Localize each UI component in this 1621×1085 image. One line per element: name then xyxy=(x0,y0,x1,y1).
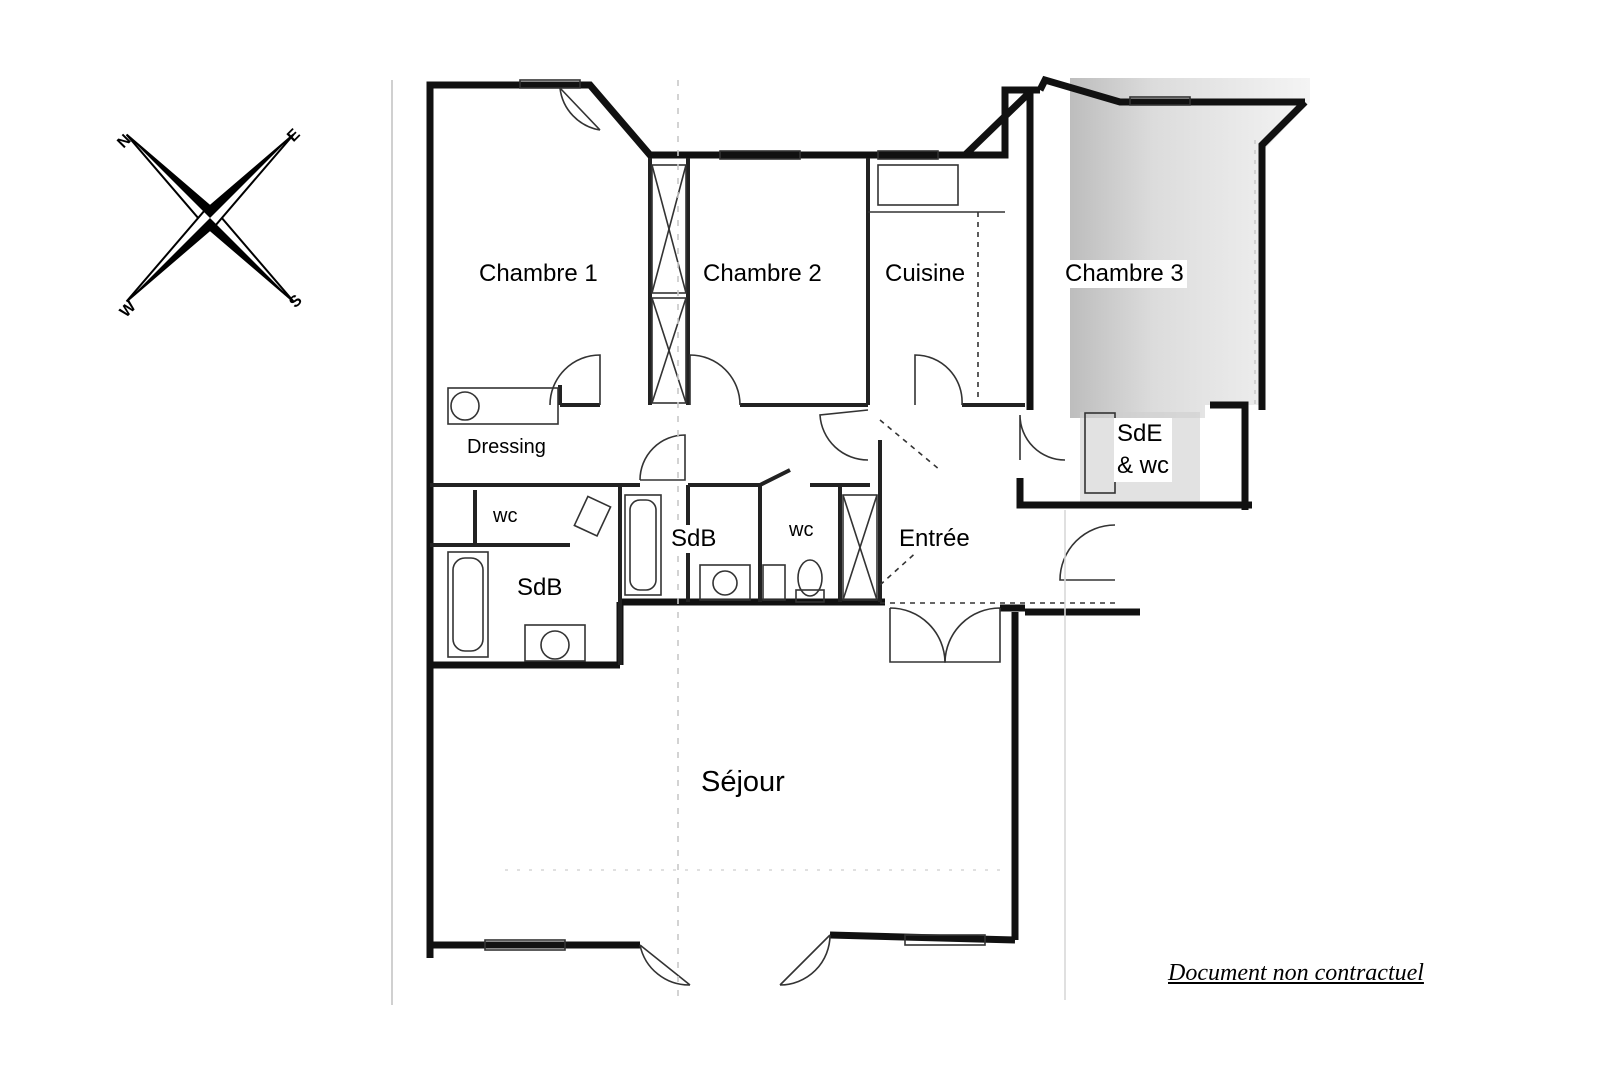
disclaimer-note: Document non contractuel xyxy=(1168,960,1424,986)
room-label-sde-wc: SdE & wc xyxy=(1114,418,1173,482)
compass-rose xyxy=(125,133,295,303)
room-label-wc-left: wc xyxy=(490,504,521,528)
room-label-chambre-2: Chambre 2 xyxy=(700,260,825,288)
room-label-dressing: Dressing xyxy=(464,435,549,459)
room-label-chambre-3: Chambre 3 xyxy=(1062,260,1187,288)
room-label-chambre-1: Chambre 1 xyxy=(476,260,601,288)
room-label-sejour: Séjour xyxy=(698,765,788,799)
room-label-sdb-mid: SdB xyxy=(668,525,720,553)
room-label-sdb-left: SdB xyxy=(514,574,566,602)
room-label-wc-mid: wc xyxy=(786,518,817,542)
room-label-entree: Entrée xyxy=(896,525,973,553)
room-label-cuisine: Cuisine xyxy=(882,260,969,288)
